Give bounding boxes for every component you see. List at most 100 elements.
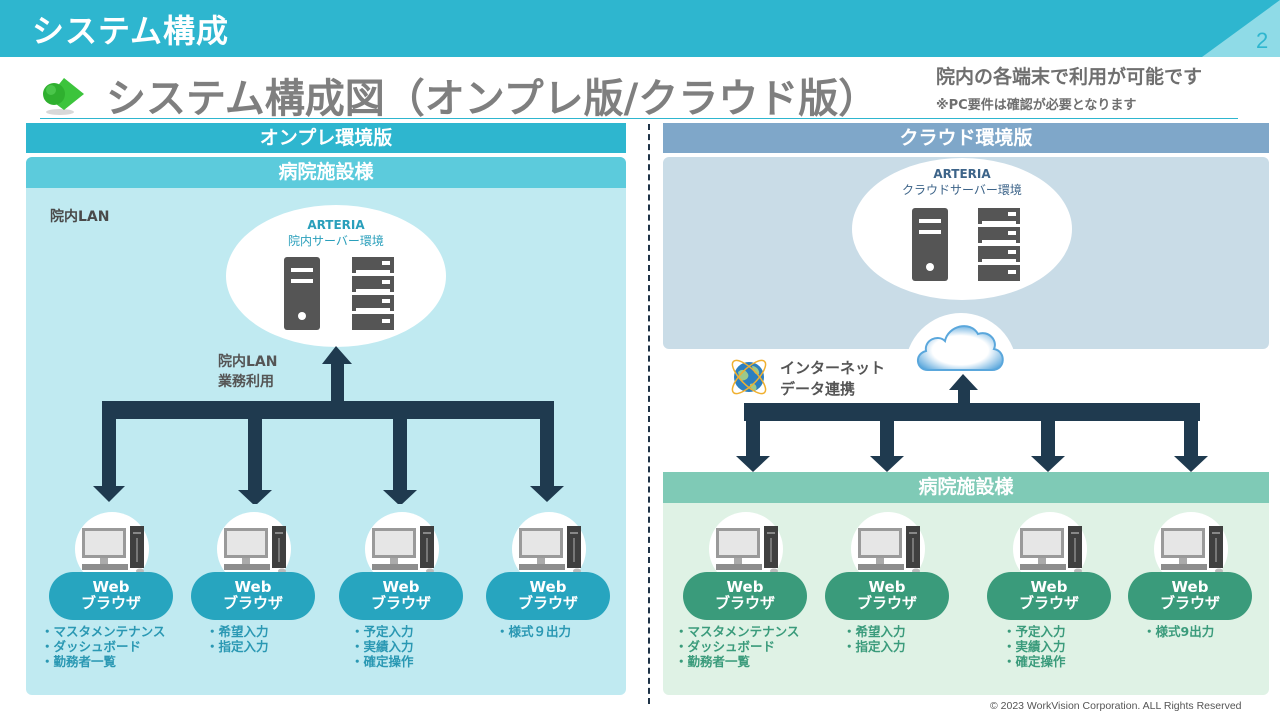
feature-list: ・様式９出力: [496, 624, 571, 639]
arrow-down-2: [238, 414, 272, 504]
feature-item: ・希望入力: [843, 624, 906, 639]
pill-line1: Web: [234, 578, 272, 596]
onprem-server-title: ARTERIA 院内サーバー環境: [226, 217, 446, 249]
feature-item: ・ダッシュボード: [41, 639, 142, 654]
web-browser-button[interactable]: Web ブラウザ: [987, 572, 1111, 620]
pill-line2: ブラウザ: [1018, 594, 1079, 612]
web-browser-button[interactable]: Web ブラウザ: [339, 572, 463, 620]
arrow-up: [322, 346, 352, 402]
web-browser-button[interactable]: Web ブラウザ: [1128, 572, 1252, 620]
feature-list: ・予定入力 ・実績入力 ・確定操作: [351, 624, 414, 669]
pill-line2: ブラウザ: [1159, 594, 1220, 612]
server-icon: [284, 257, 394, 330]
onprem-server-bubble: ARTERIA 院内サーバー環境: [226, 205, 446, 347]
note-main: 院内の各端末で利用が可能です: [936, 66, 1203, 88]
desktop-pc-icon: [224, 526, 286, 574]
lan-label: 院内LAN: [50, 209, 110, 225]
feature-item: ・指定入力: [206, 639, 269, 654]
feature-list: ・希望入力 ・指定入力: [843, 624, 906, 654]
pill-line2: ブラウザ: [517, 594, 578, 612]
desktop-pc-icon: [858, 526, 920, 574]
lan-usage-line1: 院内LAN: [218, 354, 278, 370]
onprem-heading: オンプレ環境版: [26, 123, 626, 153]
feature-item: ・予定入力: [1003, 624, 1066, 639]
internet-label-line1: インターネット: [780, 359, 886, 377]
arrow-down-3: [1031, 418, 1065, 472]
cloud-heading: クラウド環境版: [663, 123, 1269, 153]
onprem-facility-heading: 病院施設様: [26, 157, 626, 188]
arrow-bus: [744, 403, 1200, 421]
pill-line1: Web: [726, 578, 764, 596]
cloud-server-env: クラウドサーバー環境: [902, 183, 1022, 197]
copyright: © 2023 WorkVision Corporation. ALL Right…: [990, 700, 1242, 712]
onprem-server-env: 院内サーバー環境: [288, 234, 384, 248]
feature-item: ・様式9出力: [1143, 624, 1215, 639]
onprem-terminal: Web ブラウザ ・予定入力 ・実績入力 ・確定操作: [337, 512, 467, 682]
server-icon: [912, 208, 1020, 281]
header-title: システム構成: [32, 12, 230, 50]
pill-line2: ブラウザ: [80, 594, 141, 612]
arrow-down-4: [1174, 418, 1208, 472]
desktop-pc-icon: [82, 526, 144, 574]
desktop-pc-icon: [519, 526, 581, 574]
onprem-terminal: Web ブラウザ ・希望入力 ・指定入力: [189, 512, 319, 682]
header-bar: [0, 0, 1280, 57]
cloud-server-name: ARTERIA: [933, 167, 991, 181]
onprem-terminal: Web ブラウザ ・様式９出力: [484, 512, 614, 682]
arrow-bus: [102, 401, 554, 419]
page-number: 2: [1256, 28, 1269, 53]
internet-label: インターネット データ連携: [780, 358, 885, 400]
desktop-pc-icon: [1161, 526, 1223, 574]
feature-item: ・実績入力: [351, 639, 414, 654]
globe-icon: [731, 359, 767, 395]
onprem-server-name: ARTERIA: [307, 218, 365, 232]
onprem-terminal: Web ブラウザ ・マスタメンテナンス ・ダッシュボード ・勤務者一覧: [41, 512, 177, 682]
pill-line1: Web: [382, 578, 420, 596]
cloud-icon: [917, 325, 1004, 371]
feature-item: ・勤務者一覧: [675, 654, 751, 669]
feature-item: ・マスタメンテナンス: [675, 624, 800, 639]
pill-line1: Web: [92, 578, 130, 596]
feature-list: ・希望入力 ・指定入力: [206, 624, 269, 654]
feature-item: ・実績入力: [1003, 639, 1066, 654]
desktop-pc-icon: [716, 526, 778, 574]
pill-line1: Web: [868, 578, 906, 596]
cloud-server-title: ARTERIA クラウドサーバー環境: [852, 166, 1072, 198]
green-diamond-icon: [43, 78, 84, 115]
web-browser-button[interactable]: Web ブラウザ: [683, 572, 807, 620]
page-title: システム構成図（オンプレ版/クラウド版）: [106, 76, 879, 122]
pill-line1: Web: [1030, 578, 1068, 596]
pill-line2: ブラウザ: [222, 594, 283, 612]
cloud-terminal: Web ブラウザ ・予定入力 ・実績入力 ・確定操作: [985, 512, 1115, 682]
web-browser-button[interactable]: Web ブラウザ: [486, 572, 610, 620]
note-sub: ※PC要件は確認が必要となります: [936, 98, 1137, 113]
feature-list: ・予定入力 ・実績入力 ・確定操作: [1003, 624, 1066, 669]
feature-item: ・予定入力: [351, 624, 414, 639]
arrow-up: [949, 374, 978, 406]
feature-item: ・様式９出力: [496, 624, 572, 639]
desktop-pc-icon: [372, 526, 434, 574]
corner-decoration: [1202, 0, 1280, 57]
arrow-down-2: [870, 418, 904, 472]
feature-item: ・ダッシュボード: [675, 639, 776, 654]
pill-line1: Web: [1171, 578, 1209, 596]
pill-line2: ブラウザ: [856, 594, 917, 612]
feature-list: ・マスタメンテナンス ・ダッシュボード ・勤務者一覧: [675, 624, 799, 669]
pill-line2: ブラウザ: [714, 594, 775, 612]
feature-item: ・確定操作: [1003, 654, 1066, 669]
arrow-down-1: [93, 414, 125, 502]
arrow-down-3: [383, 414, 417, 504]
lan-usage-line2: 業務利用: [218, 374, 274, 390]
title-underline: [40, 118, 1238, 119]
onprem-network-arrows: [93, 346, 564, 504]
web-browser-button[interactable]: Web ブラウザ: [825, 572, 949, 620]
web-browser-button[interactable]: Web ブラウザ: [191, 572, 315, 620]
column-divider: [648, 124, 650, 704]
cloud-terminal: Web ブラウザ ・様式9出力: [1126, 512, 1256, 682]
pill-line1: Web: [529, 578, 567, 596]
internet-label-line2: データ連携: [780, 380, 856, 398]
feature-item: ・マスタメンテナンス: [41, 624, 166, 639]
web-browser-button[interactable]: Web ブラウザ: [49, 572, 173, 620]
feature-list: ・マスタメンテナンス ・ダッシュボード ・勤務者一覧: [41, 624, 165, 669]
cloud-network-arrows: [736, 374, 1208, 472]
